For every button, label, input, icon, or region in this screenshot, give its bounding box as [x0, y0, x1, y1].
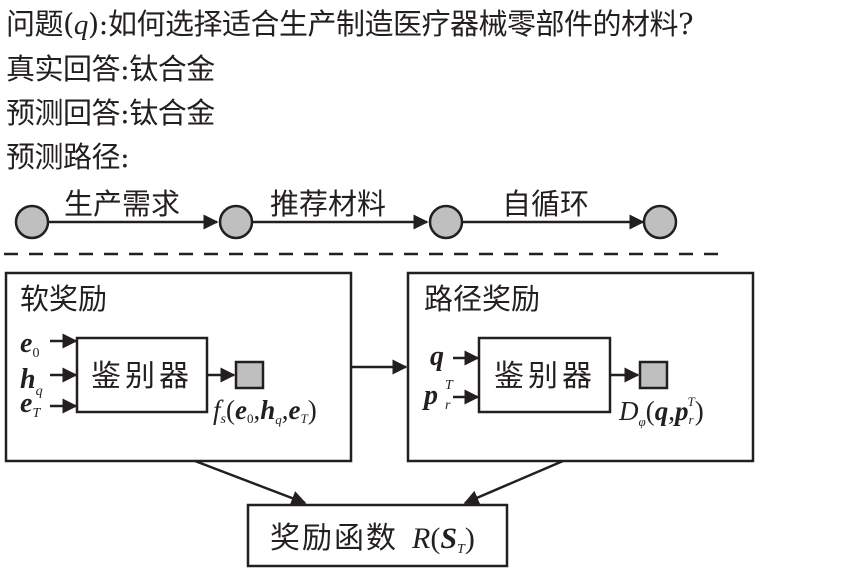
reward-function-label: 奖励函数 — [270, 521, 398, 556]
discriminator-label: 鉴别器 — [494, 359, 596, 394]
input-hq: hq — [20, 364, 43, 399]
pred-path-line: 预测路径: — [6, 137, 130, 177]
soft-to-reward-arrow — [194, 459, 307, 506]
path-node — [218, 204, 254, 240]
input-q: q — [430, 341, 444, 372]
reward-function: 奖励函数 R(ST) — [246, 503, 509, 568]
soft-reward-panel: 软奖励 e0 hq eT 鉴别器 fs(e0,hq,eT) — [4, 271, 353, 463]
path-edge-label: 自循环 — [502, 187, 589, 221]
true-answer-value: 钛合金 — [129, 52, 215, 86]
question-line: 问题(q):如何选择适合生产制造医疗器械零部件的材料? — [6, 7, 694, 41]
question-label: 问题 — [6, 7, 64, 41]
reward-function-formula: R(ST) — [411, 522, 475, 557]
output-node — [638, 360, 669, 390]
true-answer-line: 真实回答:钛合金 — [6, 49, 215, 89]
soft-reward-title: 软奖励 — [20, 282, 107, 316]
path-to-reward-arrow — [463, 459, 564, 505]
reward-function-box — [246, 503, 509, 568]
path-node — [14, 204, 50, 240]
discriminator-label: 鉴别器 — [91, 359, 193, 394]
true-answer-label: 真实回答: — [6, 52, 130, 86]
pred-answer-label: 预测回答: — [6, 96, 130, 130]
discriminator-box — [477, 336, 612, 414]
predicted-path: 生产需求 推荐材料 自循环 — [14, 187, 678, 240]
path-node — [428, 204, 464, 240]
output-node — [234, 360, 265, 390]
soft-reward-output: fs(e0,hq,eT) — [213, 395, 317, 427]
input-eT: eT — [20, 388, 41, 421]
path-edge-label: 生产需求 — [64, 187, 180, 221]
path-reward-title: 路径奖励 — [424, 282, 540, 316]
pred-path-label: 预测路径: — [6, 140, 130, 174]
path-reward-output: Dφ(q,prT) — [618, 394, 704, 429]
path-edge-label: 推荐材料 — [270, 187, 386, 221]
path-node — [642, 204, 678, 240]
path-reward-box — [406, 271, 755, 463]
question-text: :如何选择适合生产制造医疗器械零部件的材料? — [98, 7, 694, 41]
question-symbol: q — [73, 9, 89, 41]
pred-answer-line: 预测回答:钛合金 — [6, 93, 215, 133]
pred-answer-value: 钛合金 — [129, 96, 215, 130]
input-e0: e0 — [20, 328, 39, 361]
